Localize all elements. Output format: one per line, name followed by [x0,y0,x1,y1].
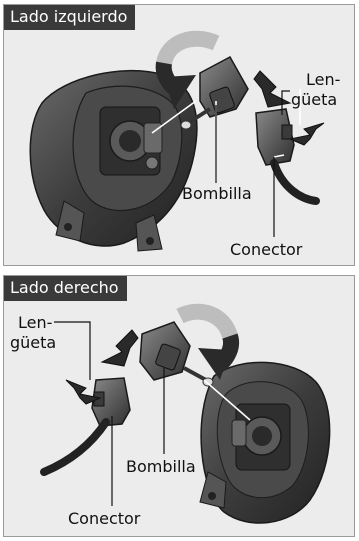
connector-label: Conector [230,240,303,259]
fog-light-housing [199,361,331,524]
tab-label-line1: Len- [18,313,53,332]
fog-light-housing [29,69,198,252]
left-side-panel: Lado izquierdo Len- güeta Bombilla Conec… [3,4,355,266]
rotate-arrow [176,303,239,380]
connector [40,377,131,476]
right-side-panel: Lado derecho Len- güeta Bombilla Conecto… [3,275,355,537]
bulb-label: Bombilla [126,457,196,476]
push-arrow [253,70,325,146]
left-side-illustration [29,30,325,252]
rotate-arrow [155,30,220,109]
bulb [180,55,249,130]
tab-label-line1: Len- [306,70,341,89]
tab-label-line2: güeta [291,90,338,109]
connector [255,108,320,205]
bulb [139,321,214,387]
connector-label: Conector [68,509,141,528]
bulb-label: Bombilla [182,184,252,203]
leader-lines [203,379,251,421]
tab-label-line2: güeta [10,333,57,352]
right-side-title: Lado derecho [4,276,127,301]
right-side-illustration [40,303,331,524]
left-side-title: Lado izquierdo [4,5,136,30]
push-arrow [65,329,139,405]
